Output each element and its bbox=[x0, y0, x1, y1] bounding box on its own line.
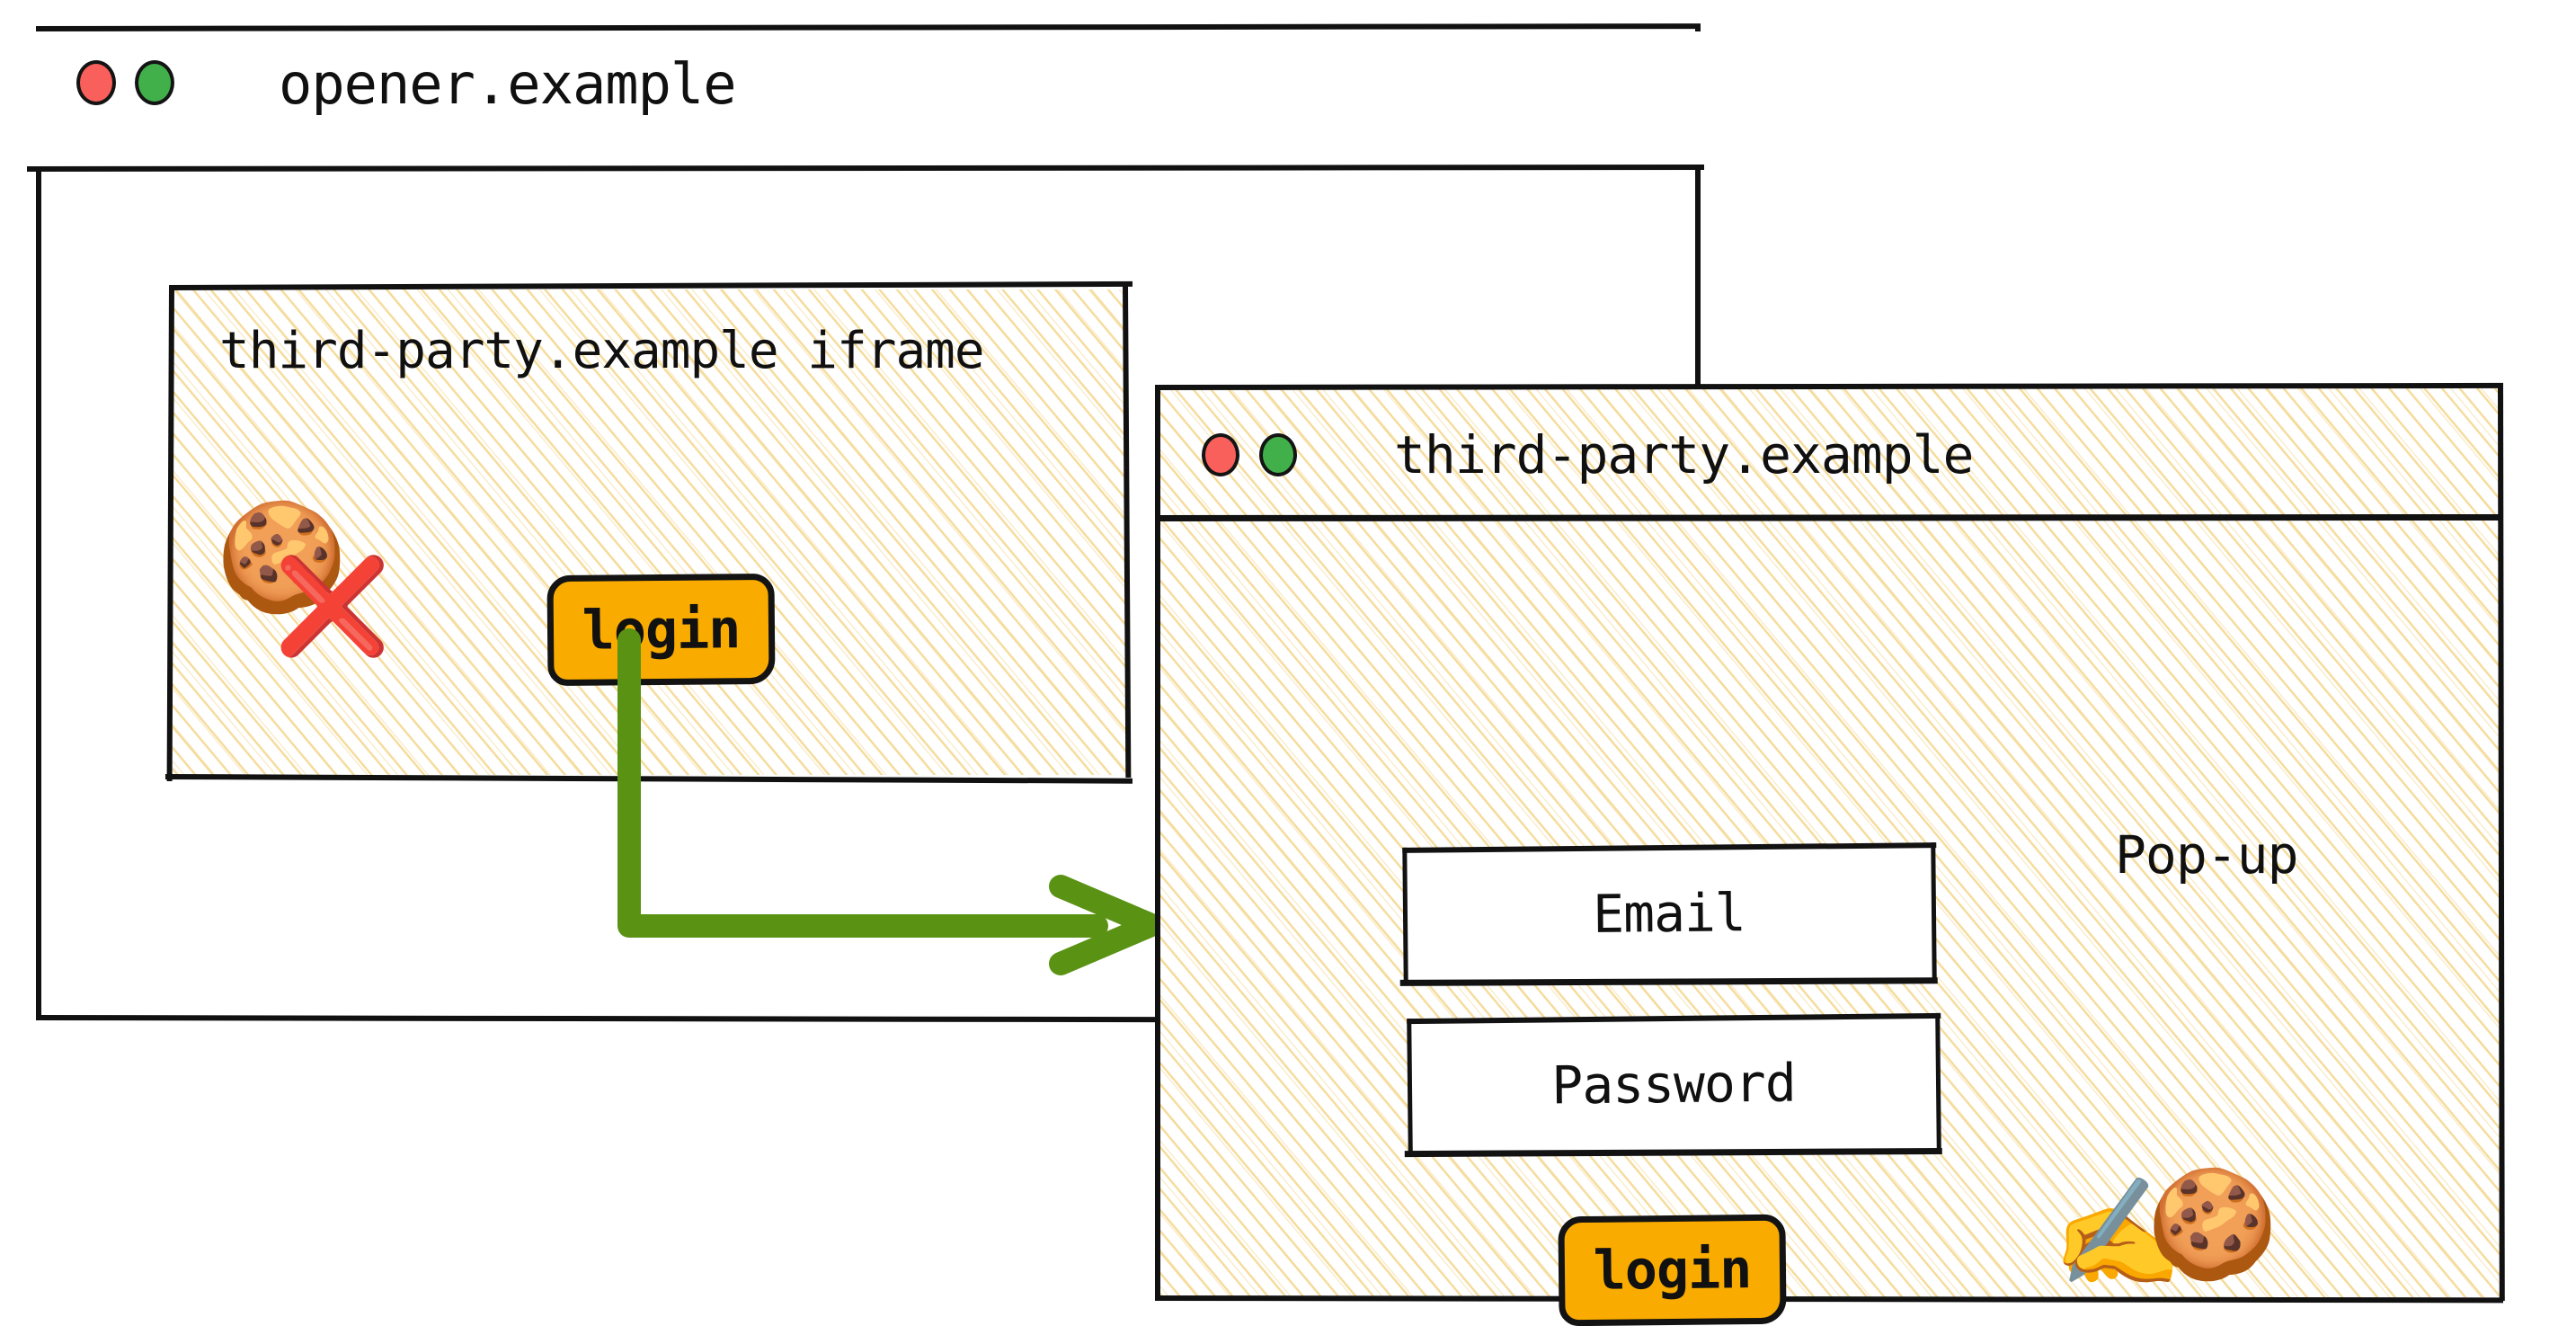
email-field-label: Email bbox=[1592, 882, 1746, 945]
cookie-icon: 🍪 bbox=[216, 494, 348, 619]
third-party-popup-window: third-party.example Email Password login… bbox=[1154, 382, 2505, 1326]
opener-maximize-dot-icon[interactable] bbox=[135, 60, 174, 105]
cookie-icon: 🍪 bbox=[2146, 1161, 2278, 1286]
popup-window-border-bottom bbox=[1154, 1295, 2504, 1304]
third-party-iframe: third-party.example iframe 🍪 ❌ login bbox=[164, 280, 1133, 784]
opener-window-border-top bbox=[35, 23, 1701, 31]
popup-window-border-left bbox=[1155, 385, 1160, 1301]
email-field[interactable]: Email bbox=[1399, 842, 1938, 986]
popup-maximize-dot-icon[interactable] bbox=[1259, 433, 1297, 476]
popup-login-button[interactable]: login bbox=[1558, 1214, 1787, 1326]
password-field[interactable]: Password bbox=[1404, 1012, 1942, 1158]
password-field-border-left bbox=[1407, 1019, 1413, 1156]
iframe-border-bottom bbox=[164, 774, 1133, 784]
cross-mark-icon: ❌ bbox=[274, 551, 391, 661]
popup-annotation-label: Pop-up bbox=[2115, 824, 2299, 885]
opener-window-title: opener.example bbox=[279, 51, 737, 117]
popup-close-dot-icon[interactable] bbox=[1202, 433, 1239, 476]
opener-titlebar-separator bbox=[26, 165, 1705, 172]
email-field-border-left bbox=[1402, 847, 1408, 984]
popup-window-title: third-party.example bbox=[1394, 424, 1974, 485]
opener-titlebar: opener.example bbox=[36, 31, 1701, 166]
popup-titlebar-separator bbox=[1154, 513, 2504, 521]
writing-hand-icon: ✍️ bbox=[2052, 1170, 2184, 1295]
opener-window-border-left bbox=[36, 26, 41, 1020]
opener-close-dot-icon[interactable] bbox=[76, 60, 116, 105]
password-field-label: Password bbox=[1550, 1052, 1797, 1117]
iframe-title-label: third-party.example iframe bbox=[219, 322, 985, 380]
popup-window-border-right bbox=[2498, 384, 2505, 1302]
iframe-login-button[interactable]: login bbox=[546, 573, 776, 687]
